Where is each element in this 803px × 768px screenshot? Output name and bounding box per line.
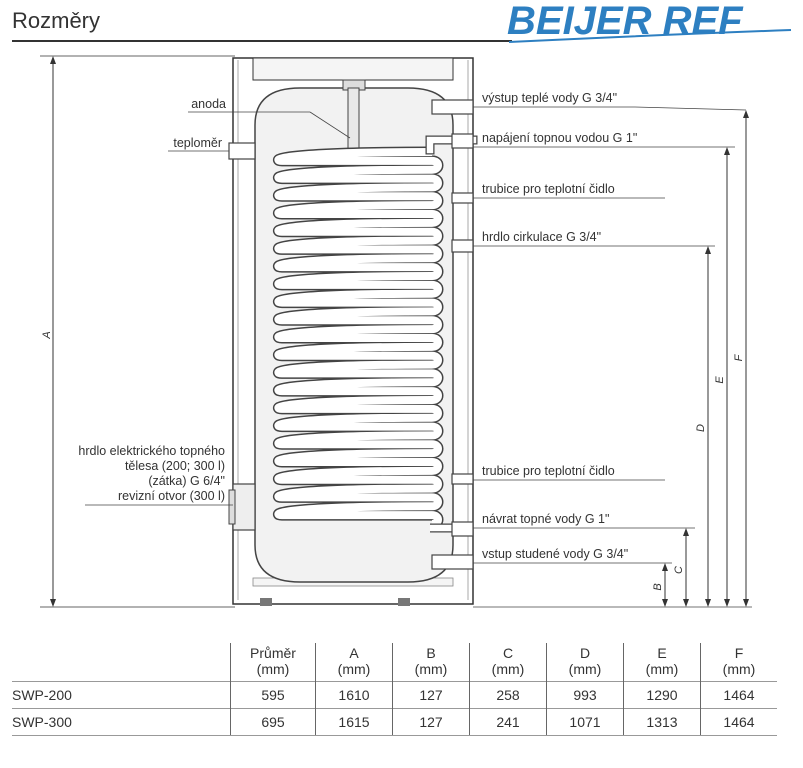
table-cell: 695 [230, 708, 316, 736]
label-thermometer: teploměr [173, 136, 222, 150]
left-leaders [85, 111, 351, 506]
heating-coil [272, 146, 444, 530]
table-header-row: Průměr(mm) A(mm) B(mm) C(mm) D(mm) E(mm)… [12, 643, 777, 682]
left-fittings [228, 142, 256, 531]
table-header-cell: C(mm) [469, 643, 547, 682]
table-cell: 127 [392, 681, 470, 709]
dim-label-e: E [714, 376, 726, 384]
dimension-a: A [40, 55, 235, 608]
right-leaders [473, 106, 752, 608]
label-heater-3: (zátka) G 6/4" [148, 474, 225, 488]
title-underline [12, 40, 512, 42]
dimension-c: C [673, 528, 689, 607]
row-name: SWP-300 [12, 708, 231, 736]
label-sensor-top: trubice pro teplotní čidlo [482, 182, 615, 196]
table-header-cell: F(mm) [700, 643, 777, 682]
table-cell: 1071 [546, 708, 624, 736]
dimension-e: E [714, 147, 730, 607]
table-header-cell: D(mm) [546, 643, 624, 682]
dim-label-c: C [673, 566, 685, 574]
dim-label-f: F [733, 353, 745, 361]
dimensions-table: Průměr(mm) A(mm) B(mm) C(mm) D(mm) E(mm)… [12, 643, 777, 736]
table-cell: 993 [546, 681, 624, 709]
table-header-cell: A(mm) [315, 643, 393, 682]
label-heater-2: tělesa (200; 300 l) [125, 459, 225, 473]
tank-diagram: A [40, 55, 752, 608]
page-title: Rozměry [12, 8, 101, 33]
table-header-cell: E(mm) [623, 643, 701, 682]
table-row: SWP-200 595 1610 127 258 993 1290 1464 [12, 681, 777, 709]
table-cell: 1290 [623, 681, 701, 709]
table-cell: 127 [392, 708, 470, 736]
label-heater-4: revizní otvor (300 l) [118, 489, 225, 503]
table-header-cell: Průměr(mm) [230, 643, 316, 682]
table-header-cell [12, 643, 231, 682]
table-cell: 258 [469, 681, 547, 709]
label-sensor-bottom: trubice pro teplotní čidlo [482, 464, 615, 478]
table-cell: 1464 [700, 708, 777, 736]
table-cell: 1464 [700, 681, 777, 709]
dimension-d: D [695, 246, 711, 607]
dim-label-a: A [41, 331, 53, 339]
label-cold-in: vstup studené vody G 3/4" [482, 547, 628, 561]
dim-label-d: D [695, 424, 707, 432]
table-cell: 1313 [623, 708, 701, 736]
dimension-b: B [652, 563, 668, 607]
dim-label-b: B [652, 583, 664, 590]
label-anode: anoda [191, 97, 226, 111]
table-cell: 1615 [315, 708, 393, 736]
label-feed: napájení topnou vodou G 1" [482, 131, 637, 145]
label-hot-out: výstup teplé vody G 3/4" [482, 91, 617, 105]
row-name: SWP-200 [12, 681, 231, 709]
beijer-ref-logo: BEIJER REF [507, 0, 792, 43]
label-heater-1: hrdlo elektrického topného [78, 444, 225, 458]
table-row: SWP-300 695 1615 127 241 1071 1313 1464 [12, 708, 777, 736]
coil-tube [274, 148, 442, 528]
table-cell: 241 [469, 708, 547, 736]
table-cell: 595 [230, 681, 316, 709]
table-header-cell: B(mm) [392, 643, 470, 682]
dimension-f: F [634, 106, 749, 607]
table-cell: 1610 [315, 681, 393, 709]
label-circulation: hrdlo cirkulace G 3/4" [482, 230, 601, 244]
right-nozzles [431, 99, 474, 570]
label-return: návrat topné vody G 1" [482, 512, 609, 526]
